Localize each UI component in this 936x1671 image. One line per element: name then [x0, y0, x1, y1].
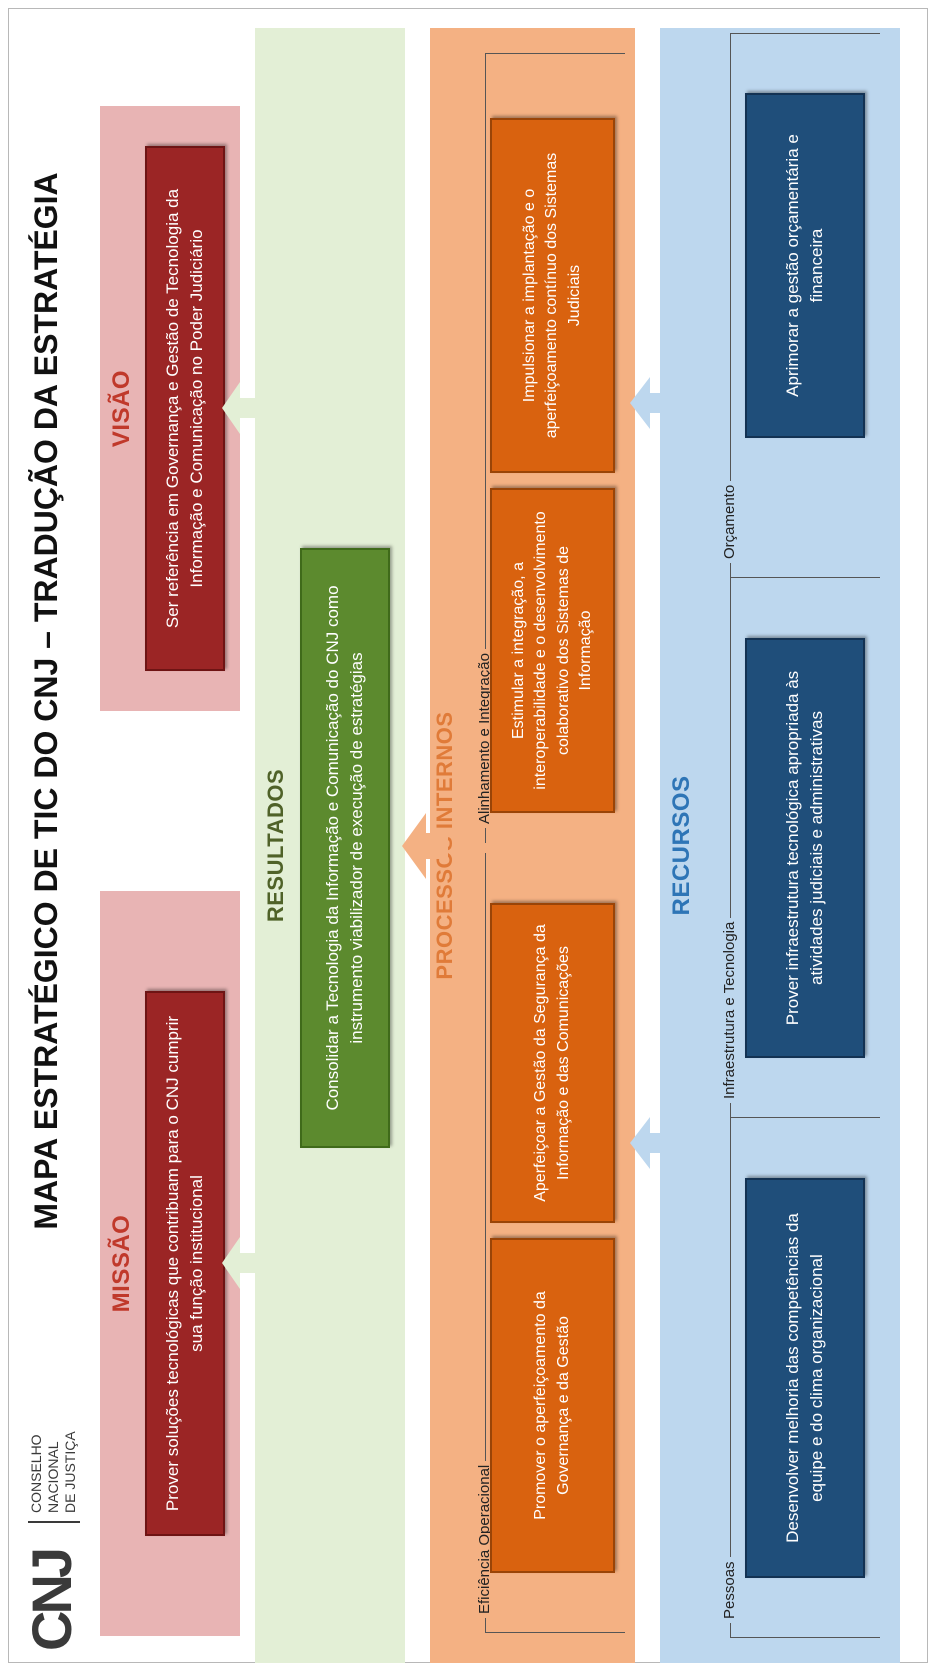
recursos-item-1: Desenvolver melhoria das competências da… [745, 1178, 865, 1578]
recursos-item-2: Prover infraestrutura tecnológica apropr… [745, 638, 865, 1058]
resultados-band: RESULTADOS Consolidar a Tecnologia da In… [255, 28, 405, 1663]
visao-title: VISÃO [108, 369, 135, 448]
resultados-title: RESULTADOS [263, 768, 288, 923]
processos-item-1: Promover o aperfeiçoamento da Governança… [490, 1238, 615, 1573]
recursos-title: RECURSOS [668, 775, 695, 916]
missao-title: MISSÃO [108, 1214, 135, 1313]
processos-item-4: Impulsionar a implantação e o aperfeiçoa… [490, 118, 615, 473]
recursos-group2-label: Infraestrutura e Tecnologia [721, 917, 738, 1103]
cnj-logo-org-line3: DE JUSTIÇA [62, 1431, 78, 1513]
arrow-recursos-left-icon [630, 1117, 670, 1169]
missao-box: Prover soluções tecnológicas que contrib… [145, 991, 225, 1536]
cnj-logo-divider [28, 1521, 80, 1523]
arrow-recursos-right-icon [630, 377, 670, 429]
recursos-band: RECURSOS Pessoas Infraestrutura e Tecnol… [660, 28, 900, 1663]
arrow-processos-to-resultados-icon [402, 813, 448, 879]
page-title: MAPA ESTRATÉGICO DE TIC DO CNJ – TRADUÇÃ… [28, 172, 64, 1230]
cnj-logo-org-line1: CONSELHO [28, 1434, 44, 1513]
cnj-logo-org-line2: NACIONAL [45, 1441, 61, 1513]
recursos-item-3: Aprimorar a gestão orçamentária e financ… [745, 93, 865, 438]
resultados-box: Consolidar a Tecnologia da Informação e … [300, 548, 390, 1148]
missao-band: MISSÃO Prover soluções tecnológicas que … [100, 891, 240, 1636]
cnj-logo: CNJ CONSELHO NACIONAL DE JUSTIÇA [18, 1371, 90, 1651]
recursos-group3-label: Orçamento [721, 480, 738, 563]
processos-item-3: Estimular a integração, a interoperabili… [490, 488, 615, 813]
arrow-to-visao-icon [222, 382, 258, 434]
visao-band: VISÃO Ser referência em Governança e Ges… [100, 106, 240, 711]
visao-box: Ser referência em Governança e Gestão de… [145, 146, 225, 671]
recursos-group1-label: Pessoas [721, 1557, 738, 1623]
arrow-to-missao-icon [222, 1237, 258, 1289]
cnj-logo-mark: CNJ [20, 1550, 83, 1651]
processos-item-2: Aperfeiçoar a Gestão da Segurança da Inf… [490, 903, 615, 1223]
processos-band: PROCESSOS INTERNOS Eficiência Operaciona… [430, 28, 635, 1663]
